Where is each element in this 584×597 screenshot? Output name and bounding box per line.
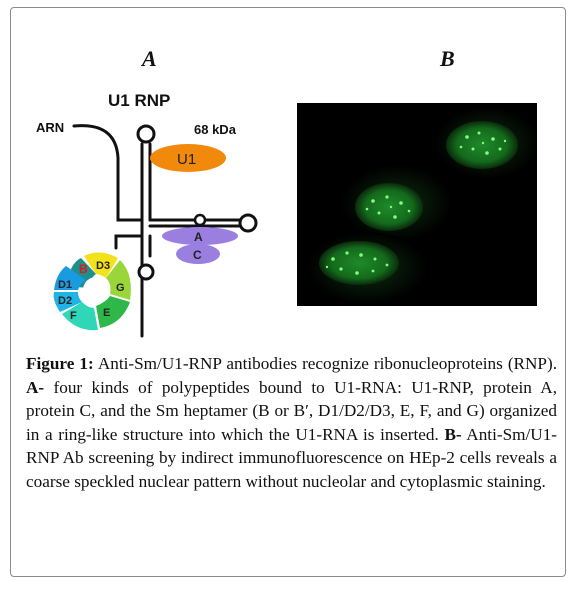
immunofluorescence-image (297, 103, 537, 306)
sm-g-label: G (116, 282, 125, 294)
protein-a (162, 227, 238, 245)
sm-ring (53, 252, 131, 331)
sm-d3 (84, 252, 118, 278)
cell-3-nucleus (319, 241, 399, 285)
weight-label: 68 kDa (194, 122, 237, 137)
sm-d2-label: D2 (58, 295, 72, 307)
sm-d2 (53, 292, 82, 312)
protein-c-label: C (193, 248, 202, 262)
cell-1-nucleus (446, 121, 518, 169)
sm-e-label: E (103, 307, 110, 319)
stem-loop-bottom (137, 263, 155, 281)
stem-loop-mid (193, 213, 207, 227)
u1-protein-label: U1 (177, 151, 196, 168)
sm-f-label: F (70, 310, 77, 322)
figure-number: 1: (79, 354, 94, 373)
caption-part-a-text: four kinds of polypeptides bound to U1-R… (26, 377, 557, 444)
panel-b-label: B (440, 46, 455, 71)
sm-d3-label: D3 (96, 260, 110, 272)
stem-loop-right (238, 213, 258, 233)
sm-b-label: B (79, 262, 88, 276)
rna-strand (72, 124, 242, 338)
caption-title: Anti-Sm/U1-RNP antibodies recognize ribo… (97, 354, 557, 373)
sm-d1-label: D1 (58, 279, 72, 291)
u1-protein (150, 144, 226, 172)
u1-rnp-diagram: U1 RNP ARN 68 kDa U1 A C B D3 G E F (36, 91, 258, 338)
sm-f (62, 302, 98, 331)
figure-caption: Figure 1: Anti-Sm/U1-RNP antibodies reco… (26, 352, 557, 493)
rna-label: ARN (36, 120, 64, 135)
sm-e (96, 296, 130, 328)
diagram-title: U1 RNP (108, 91, 170, 110)
cell-2-nucleus (355, 183, 423, 231)
protein-a-label: A (194, 230, 203, 244)
sm-ring-center (83, 277, 109, 303)
protein-c (176, 244, 220, 264)
panel-a-label: A (142, 46, 157, 71)
stem-loop-top (136, 124, 156, 144)
sm-d1 (54, 266, 86, 290)
figure-label: Figure (26, 354, 75, 373)
speckles (325, 131, 507, 275)
caption-part-a-label: A- (26, 377, 45, 397)
caption-part-b-label: B- (444, 424, 462, 444)
caption-part-b-text: Anti-Sm/U1-RNP Ab screening by indirect … (26, 424, 558, 491)
sm-g (106, 260, 131, 300)
